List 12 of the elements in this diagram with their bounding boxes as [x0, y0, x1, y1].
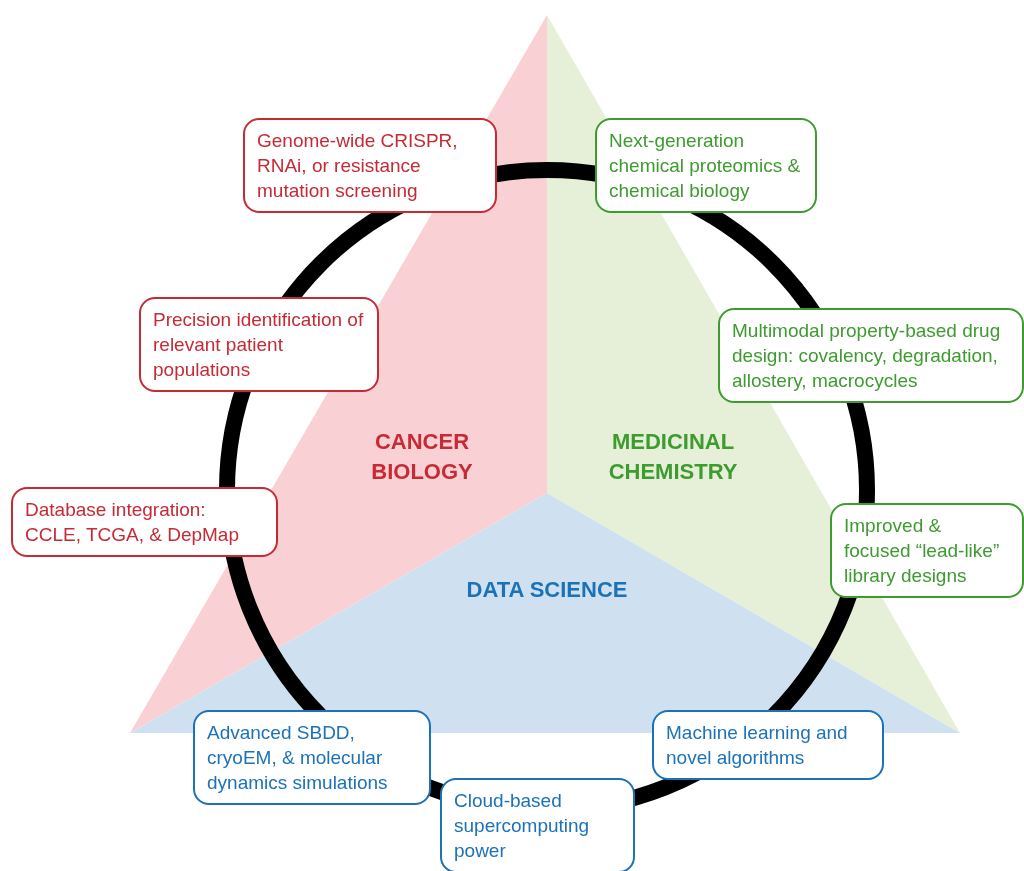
- text-box: Machine learning and novel algorithms: [652, 710, 884, 780]
- text-box: Multimodal property-based drug design: covalency, degradation, allostery, macrocycles: [718, 308, 1024, 403]
- text-box: Next-generation chemical proteomics & chemical biology: [595, 118, 817, 213]
- region-label: MEDICINAL CHEMISTRY: [607, 428, 739, 486]
- text-box: Database integration: CCLE, TCGA, & DepMap: [11, 487, 278, 557]
- text-box: Precision identification of relevant patient populations: [139, 297, 379, 392]
- text-box: Advanced SBDD, cryoEM, & molecular dynamics simulations: [193, 710, 431, 805]
- text-box: Genome-wide CRISPR, RNAi, or resistance mutation screening: [243, 118, 497, 213]
- text-box: Cloud-based supercomputing power: [440, 778, 635, 871]
- region-label: CANCER BIOLOGY: [370, 428, 474, 486]
- text-box: Improved & focused “lead-like” library designs: [830, 503, 1024, 598]
- region-label: DATA SCIENCE: [465, 576, 629, 604]
